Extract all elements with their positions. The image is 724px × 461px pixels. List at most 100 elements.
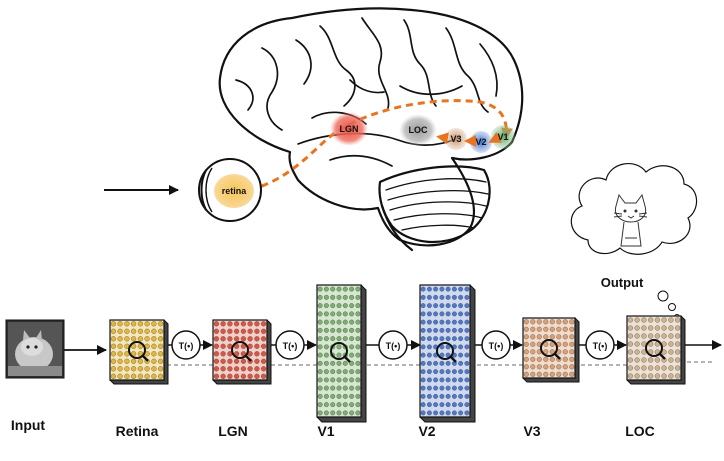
neuron-dot <box>323 402 329 408</box>
neuron-dot <box>342 402 348 408</box>
neuron-dot <box>420 385 426 391</box>
neuron-dot <box>158 351 164 357</box>
brain-sulcus <box>235 79 254 111</box>
neuron-dot <box>451 402 457 408</box>
neuron-dot <box>110 366 116 372</box>
neuron-dot <box>641 333 647 339</box>
neuron-dot <box>523 341 529 347</box>
neuron-dot <box>220 351 226 357</box>
neuron-dot <box>627 341 633 347</box>
neuron-dot <box>654 373 660 379</box>
neuron-dot <box>234 366 240 372</box>
neuron-dot <box>137 366 143 372</box>
neuron-dot <box>317 319 323 325</box>
brain-sulcus <box>261 47 283 131</box>
neuron-dot <box>158 321 164 327</box>
neuron-dot <box>124 321 130 327</box>
neuron-dot <box>668 317 674 323</box>
neuron-dot <box>458 286 464 292</box>
neuron-dot <box>426 402 432 408</box>
neuron-dot <box>336 286 342 292</box>
neuron-dot <box>234 373 240 379</box>
neuron-dot <box>323 336 329 342</box>
neuron-dot <box>549 319 555 325</box>
layer-loc <box>626 315 686 385</box>
thought-bubble <box>668 303 676 311</box>
v1-to-v2-arrow <box>488 132 502 143</box>
neuron-dot <box>213 343 219 349</box>
neuron-dot <box>420 319 426 325</box>
neuron-dot <box>254 336 260 342</box>
thought-bubble <box>657 290 669 302</box>
neuron-dot <box>330 319 336 325</box>
neuron-dot <box>349 352 355 358</box>
neuron-dot <box>523 334 529 340</box>
neuron-dot <box>349 319 355 325</box>
neuron-dot <box>131 366 137 372</box>
neuron-dot <box>523 326 529 332</box>
neuron-dot <box>137 373 143 379</box>
lgn-region <box>330 112 368 146</box>
neuron-dot <box>439 286 445 292</box>
neuron-dot <box>151 351 157 357</box>
eye-lens <box>200 169 207 211</box>
neuron-dot <box>151 358 157 364</box>
neuron-dot <box>464 327 470 333</box>
v3-label: V3 <box>450 134 461 144</box>
neuron-dot <box>445 294 451 300</box>
receptive-field-handle <box>553 352 561 360</box>
neuron-dot <box>330 286 336 292</box>
neuron-dot <box>420 377 426 383</box>
neuron-dot <box>458 311 464 317</box>
neuron-dot <box>323 369 329 375</box>
neuron-dot <box>549 364 555 370</box>
neuron-dot <box>420 327 426 333</box>
neuron-dot <box>117 321 123 327</box>
neuron-dot <box>420 303 426 309</box>
neuron-dot <box>124 366 130 372</box>
neuron-dot <box>634 365 640 371</box>
neuron-dot <box>349 327 355 333</box>
neuron-dot <box>349 303 355 309</box>
neuron-dot <box>562 326 568 332</box>
neuron-dot <box>240 358 246 364</box>
neuron-dot <box>523 364 529 370</box>
brainstem <box>380 204 414 252</box>
neuron-dot <box>627 365 633 371</box>
neuron-dot <box>668 349 674 355</box>
neuron-dot <box>675 357 681 363</box>
neuron-dot <box>240 366 246 372</box>
neuron-dot <box>131 328 137 334</box>
neuron-dot <box>336 369 342 375</box>
neuron-dot <box>317 311 323 317</box>
neuron-dot <box>426 336 432 342</box>
neuron-dot <box>213 358 219 364</box>
neuron-dot <box>445 377 451 383</box>
neuron-dot <box>234 358 240 364</box>
neuron-dot <box>144 366 150 372</box>
neuron-dot <box>342 369 348 375</box>
neuron-dot <box>240 328 246 334</box>
input-label: Input <box>11 417 46 433</box>
neuron-dot <box>110 343 116 349</box>
neuron-dot <box>317 360 323 366</box>
neuron-dot <box>464 402 470 408</box>
neuron-dot <box>220 373 226 379</box>
neuron-dot <box>549 349 555 355</box>
neuron-dot <box>330 336 336 342</box>
neuron-dot <box>323 294 329 300</box>
neuron-dot <box>137 336 143 342</box>
neuron-dot <box>323 319 329 325</box>
neuron-dot <box>137 358 143 364</box>
neuron-dot <box>355 377 361 383</box>
neuron-dot <box>445 336 451 342</box>
neuron-dot <box>426 286 432 292</box>
output-label: Output <box>601 275 644 290</box>
neuron-dot <box>420 286 426 292</box>
neuron-dot <box>137 343 143 349</box>
neuron-dot <box>439 377 445 383</box>
neuron-dot <box>458 369 464 375</box>
neuron-dot <box>530 341 536 347</box>
neuron-dot <box>254 328 260 334</box>
layer-face <box>522 317 576 379</box>
